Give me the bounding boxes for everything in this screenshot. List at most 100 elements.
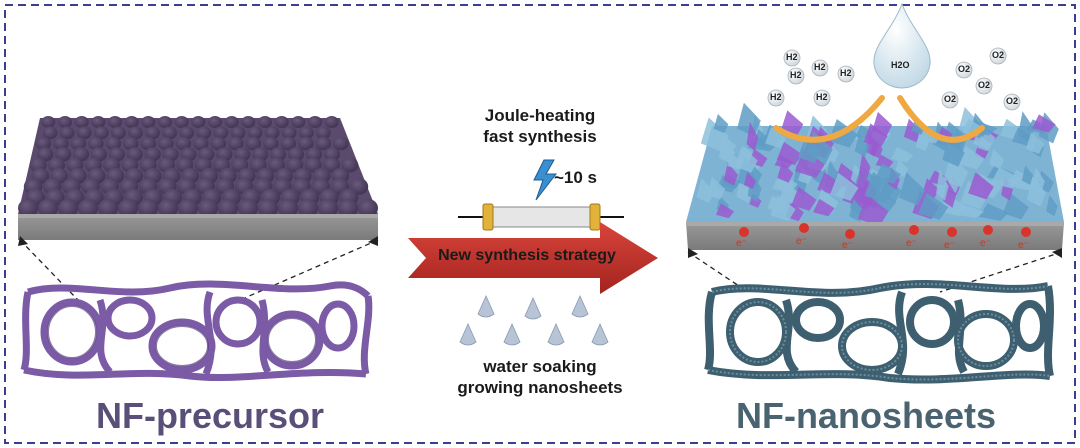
o2-label: O2	[1006, 96, 1019, 106]
nanosheet	[765, 126, 787, 149]
nanosheet	[864, 171, 895, 203]
surface-bump	[245, 136, 262, 151]
surface-bump	[308, 116, 322, 128]
metal-particle	[777, 162, 794, 183]
surface-bump	[59, 126, 75, 140]
surface-bump	[241, 116, 256, 128]
zoom-line-left-a	[19, 239, 79, 301]
surface-bump	[42, 126, 58, 140]
surface-bump	[274, 116, 289, 128]
metal-particle	[781, 110, 804, 137]
precursor-slab	[18, 116, 378, 240]
surface-bump	[358, 199, 378, 217]
surface-bump	[224, 116, 239, 128]
lightning-bolt-icon	[533, 159, 558, 201]
metal-particle	[791, 186, 817, 211]
surface-bump	[324, 116, 339, 128]
surface-bump	[128, 126, 143, 140]
gas-bubbles	[767, 47, 1021, 111]
metal-particle	[968, 172, 994, 200]
surface-bump	[141, 116, 156, 128]
electron-label: e⁻	[944, 240, 955, 251]
electrons	[739, 223, 1031, 239]
nanosheet-foam	[704, 280, 1054, 384]
surface-bump	[230, 126, 246, 140]
electron-label: e⁻	[736, 238, 747, 249]
nanosheet	[797, 138, 822, 163]
nanosheet	[918, 192, 949, 220]
surface-bump	[208, 116, 222, 128]
surface-bump	[70, 136, 87, 151]
surface-bump	[118, 199, 138, 217]
water-drop-icon	[873, 2, 931, 89]
nanosheet	[713, 114, 729, 134]
h2-label: H2	[814, 62, 826, 72]
surface-bump	[247, 126, 263, 140]
surface-bump	[338, 199, 358, 217]
nanosheet	[718, 140, 735, 164]
electron-label: e⁻	[906, 238, 917, 249]
surface-bump	[37, 147, 54, 162]
surface-bump	[38, 199, 58, 217]
surface-bump	[238, 199, 258, 217]
surface-bump	[316, 126, 331, 140]
nanosheet	[696, 178, 715, 204]
nanosheet	[954, 204, 984, 218]
metal-particle	[723, 162, 738, 186]
surface-bump	[179, 126, 195, 140]
surface-bump	[323, 147, 340, 162]
electron-label: e⁻	[980, 238, 991, 249]
nanosheet	[830, 172, 859, 201]
surface-bump	[158, 199, 178, 217]
surface-bump	[210, 136, 227, 151]
surface-bump	[280, 136, 297, 151]
nanosheet	[977, 135, 991, 152]
surface-bump	[178, 199, 198, 217]
electron-label: e⁻	[842, 240, 853, 251]
surface-bump	[111, 126, 126, 140]
metal-particle	[859, 152, 871, 179]
surface-bump	[304, 157, 322, 173]
reaction-arc-left	[773, 95, 885, 143]
surface-bump	[228, 136, 244, 151]
surface-bump	[108, 116, 122, 128]
surface-bump	[138, 199, 158, 217]
nanosheet	[915, 131, 930, 152]
nanosheet	[942, 136, 965, 167]
electron-label: e⁻	[796, 236, 807, 247]
step1-label-line1: Joule-heating	[484, 106, 596, 125]
reaction-arc-right	[897, 95, 985, 143]
nanosheets-caption: NF-nanosheets	[735, 395, 997, 436]
h2-label: H2	[786, 52, 798, 62]
surface-bump	[196, 126, 212, 140]
surface-bump	[318, 199, 338, 217]
surface-bump	[175, 136, 192, 151]
nanosheet	[936, 169, 949, 201]
surface-bump	[145, 126, 161, 140]
h2-label: H2	[840, 68, 852, 78]
zoom-line-right-a	[687, 251, 749, 293]
nanosheet	[700, 117, 729, 152]
o2-label: O2	[944, 94, 957, 104]
metal-particle	[744, 171, 756, 189]
zoom-line-left-b	[239, 239, 379, 301]
surface-bump	[74, 116, 89, 128]
surface-bump	[263, 136, 279, 151]
nanosheet	[957, 146, 985, 170]
heating-element-icon	[458, 203, 624, 231]
surface-bump	[91, 116, 106, 128]
surface-bump	[98, 199, 118, 217]
metal-particle	[746, 121, 759, 152]
surface-bump	[213, 126, 229, 140]
surface-bump	[305, 147, 322, 162]
surface-bump	[158, 116, 172, 128]
surface-bump	[323, 157, 340, 173]
h2-label: H2	[770, 92, 782, 102]
metal-particle	[875, 154, 894, 169]
surface-bump	[88, 136, 104, 151]
metal-particle	[858, 194, 889, 227]
surface-bump	[35, 136, 52, 151]
h2o-label: H2O	[891, 60, 910, 70]
electron-label: e⁻	[1018, 240, 1029, 251]
